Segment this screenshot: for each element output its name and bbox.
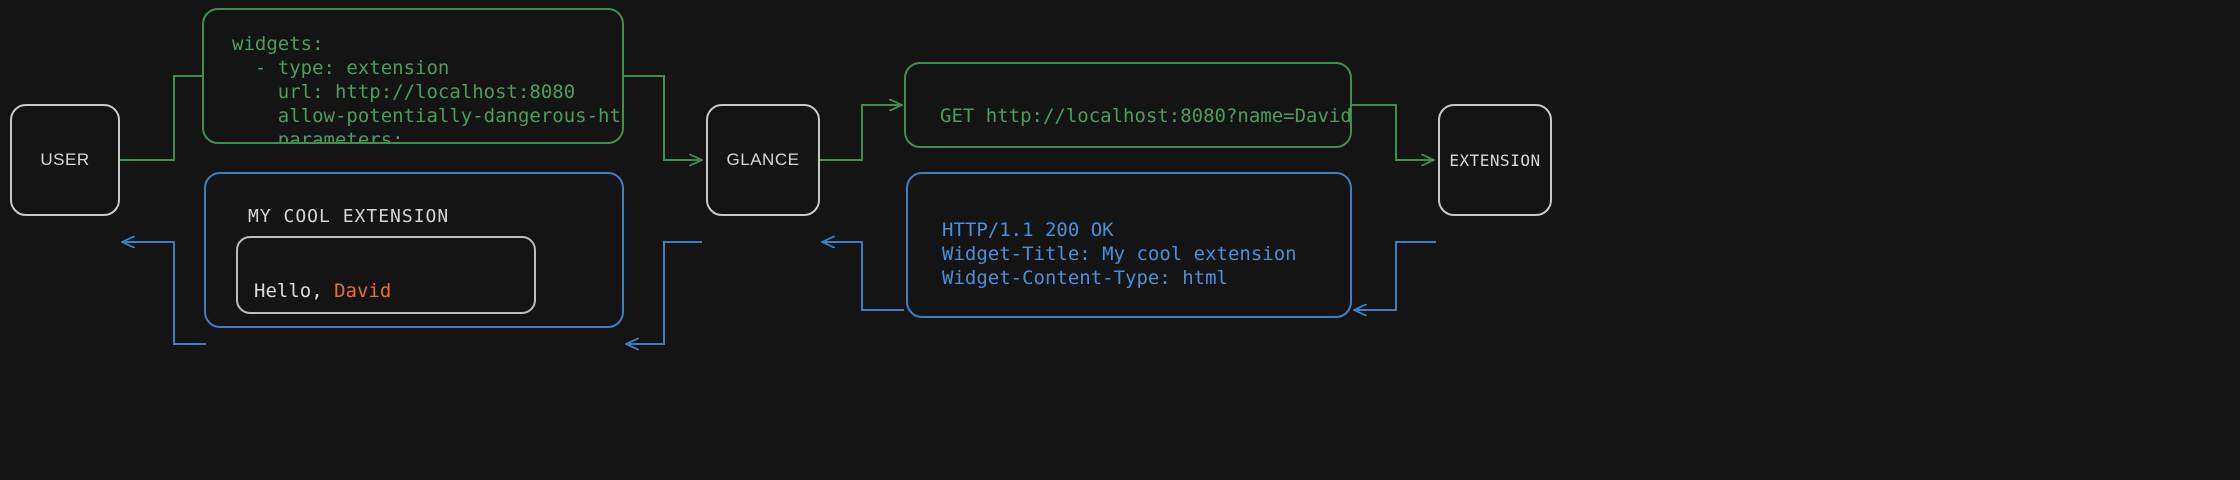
node-user-label: USER [40,150,90,169]
panel-rendered-widget[interactable]: MY COOL EXTENSION Hello, David [204,172,624,328]
node-extension-label: EXTENSION [1449,150,1541,170]
wire-extension-to-response [1354,241,1436,310]
rendered-widget-body: Hello, David [236,236,536,314]
node-user[interactable]: USER [10,104,120,216]
node-glance[interactable]: GLANCE [706,104,820,216]
panel-widget-config[interactable]: widgets: - type: extension url: http://l… [202,8,624,144]
greeting-prefix: Hello, [254,280,335,302]
http-response-text: HTTP/1.1 200 OK Widget-Title: My cool ex… [942,219,1350,316]
panel-http-request[interactable]: GET http://localhost:8080?name=David [904,62,1352,148]
http-request-text: GET http://localhost:8080?name=David [940,105,1352,127]
wire-config-to-glance [624,75,702,160]
greeting-name: David [334,280,392,302]
rendered-widget-title: MY COOL EXTENSION [248,206,450,227]
panel-http-response[interactable]: HTTP/1.1 200 OK Widget-Title: My cool ex… [906,172,1352,318]
wire-rendered-to-user [122,242,206,345]
wire-response-to-glance [822,242,904,311]
wire-glance-to-rendered [626,241,702,344]
rendered-widget-greeting: Hello, David [254,280,391,302]
node-glance-label: GLANCE [726,150,800,169]
wire-request-to-extension [1352,104,1434,160]
node-extension[interactable]: EXTENSION [1438,104,1552,216]
wire-glance-to-request [820,105,902,161]
widget-config-yaml: widgets: - type: extension url: http://l… [232,33,624,144]
